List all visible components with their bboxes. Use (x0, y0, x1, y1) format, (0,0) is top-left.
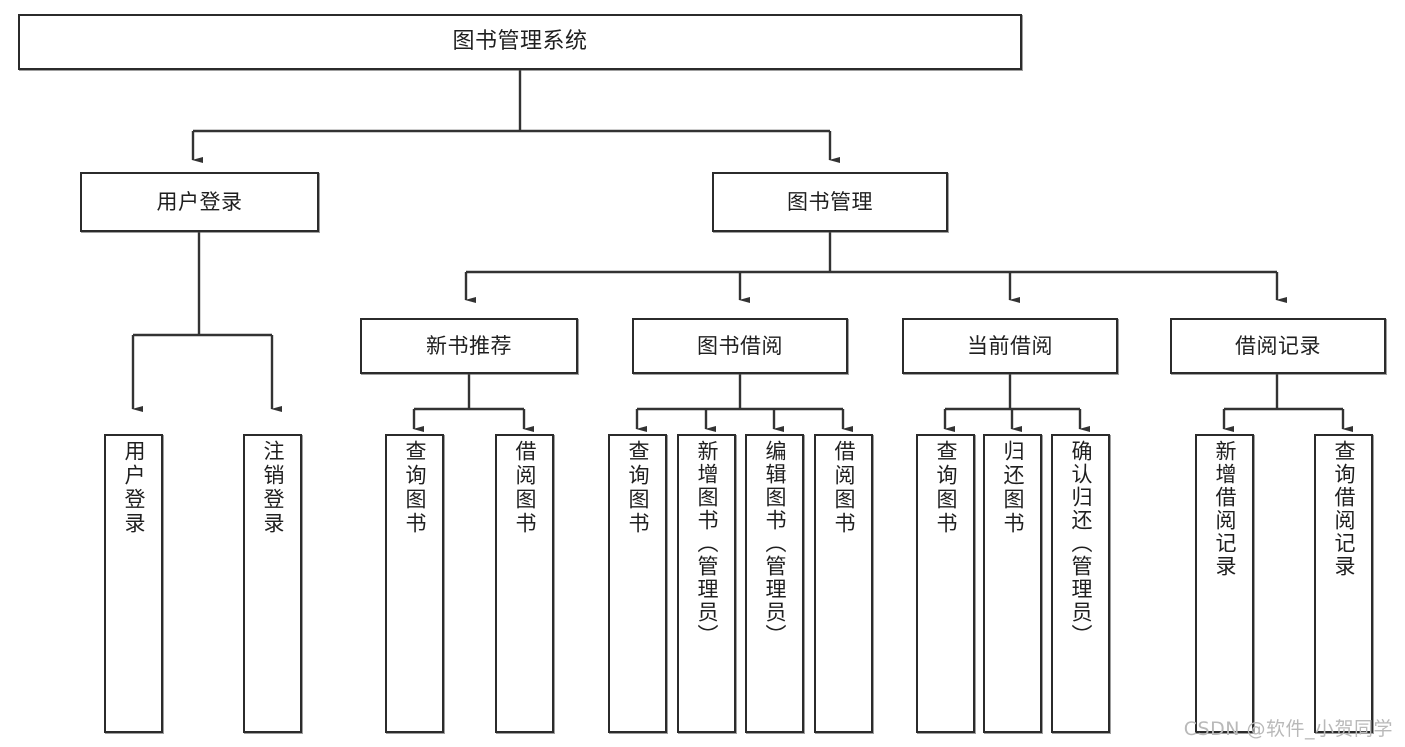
node-label: 新增图书（管理员） (695, 440, 719, 647)
leaf-book-borrow-edit-book-admin[interactable]: 编辑图书（管理员） (745, 434, 804, 733)
leaf-borrow-records-add-record[interactable]: 新增借阅记录 (1195, 434, 1254, 733)
leaf-current-borrow-return-book[interactable]: 归还图书 (983, 434, 1042, 733)
leaf-current-borrow-confirm-return-admin[interactable]: 确认归还（管理员） (1051, 434, 1110, 733)
node-label: 编辑图书（管理员） (763, 440, 787, 647)
node-label: 用户登录 (122, 440, 146, 536)
node-label: 借阅图书 (513, 440, 537, 536)
leaf-book-borrow-borrow-book[interactable]: 借阅图书 (814, 434, 873, 733)
node-label: 查询图书 (934, 440, 958, 536)
node-label: 图书管理 (787, 189, 873, 214)
csdn-watermark: CSDN @软件_小贺同学 (1183, 718, 1393, 740)
node-label: 图书借阅 (697, 333, 783, 358)
node-borrow-records[interactable]: 借阅记录 (1170, 318, 1386, 374)
node-label: 当前借阅 (967, 333, 1053, 358)
leaf-new-book-borrow-book[interactable]: 借阅图书 (495, 434, 554, 733)
node-label: 图书管理系统 (452, 29, 588, 55)
node-label: 新书推荐 (426, 333, 512, 358)
node-root-book-management-system[interactable]: 图书管理系统 (18, 14, 1022, 70)
node-book-borrow[interactable]: 图书借阅 (632, 318, 848, 374)
node-book-management[interactable]: 图书管理 (712, 172, 948, 232)
node-label: 注销登录 (261, 440, 285, 536)
leaf-user-login-logout[interactable]: 注销登录 (243, 434, 302, 733)
leaf-borrow-records-query-record[interactable]: 查询借阅记录 (1314, 434, 1373, 733)
node-label: 查询借阅记录 (1332, 440, 1356, 578)
leaf-current-borrow-query-book[interactable]: 查询图书 (916, 434, 975, 733)
node-label: 借阅图书 (832, 440, 856, 536)
node-user-login[interactable]: 用户登录 (80, 172, 319, 232)
node-label: 查询图书 (626, 440, 650, 536)
leaf-user-login-login[interactable]: 用户登录 (104, 434, 163, 733)
leaf-book-borrow-add-book-admin[interactable]: 新增图书（管理员） (677, 434, 736, 733)
node-label: 查询图书 (403, 440, 427, 536)
node-label: 新增借阅记录 (1213, 440, 1237, 578)
node-label: 用户登录 (156, 189, 243, 214)
node-label: 归还图书 (1001, 440, 1025, 536)
leaf-book-borrow-query-book[interactable]: 查询图书 (608, 434, 667, 733)
node-current-borrow[interactable]: 当前借阅 (902, 318, 1118, 374)
node-new-book-recommend[interactable]: 新书推荐 (360, 318, 578, 374)
node-label: 借阅记录 (1235, 333, 1321, 358)
leaf-new-book-query-book[interactable]: 查询图书 (385, 434, 444, 733)
node-label: 确认归还（管理员） (1069, 440, 1093, 647)
